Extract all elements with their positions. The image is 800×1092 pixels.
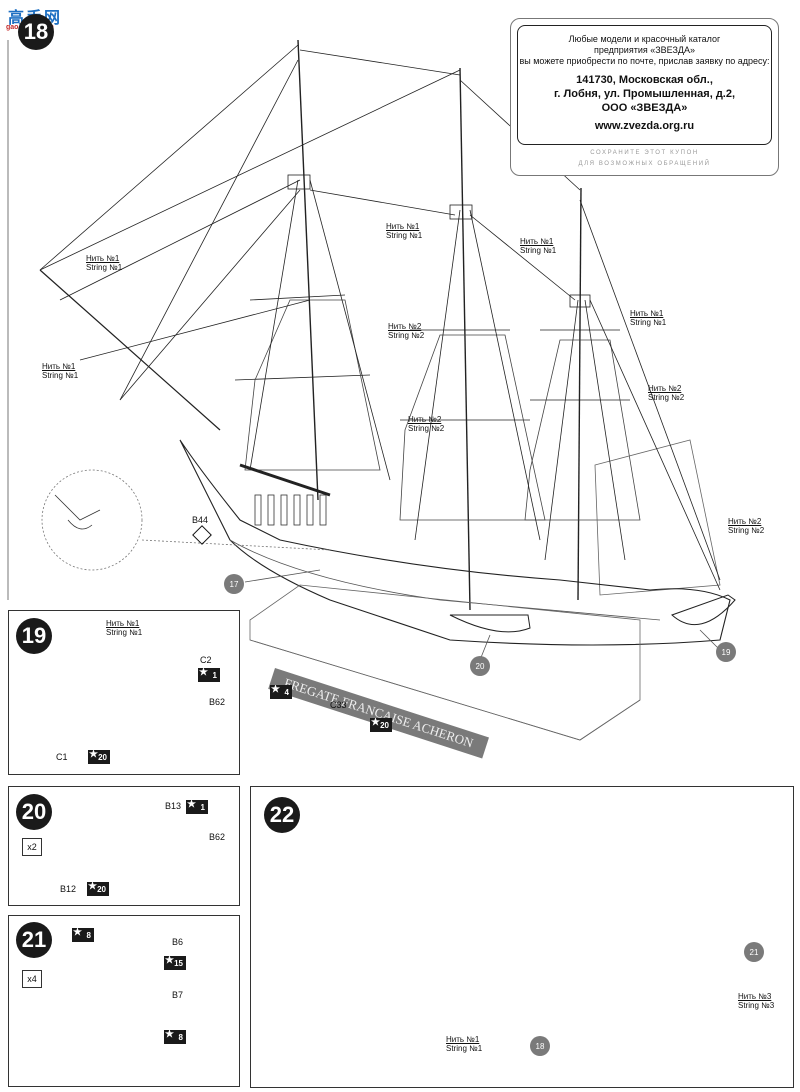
callout-19: 19 (716, 642, 736, 662)
part-b62: B62 (209, 832, 226, 842)
paint-badge-20: 20 (370, 718, 392, 732)
coupon-box: Любые модели и красочный каталог предпри… (517, 25, 772, 145)
step-21-multiplier: x4 (22, 970, 42, 988)
callout-21: 21 (744, 942, 764, 962)
string-en: String №1 (446, 1044, 483, 1053)
string-label-mizzen-mid: Нить №2 String №2 (648, 384, 684, 402)
part-c1: C1 (56, 752, 68, 762)
part-c2: C2 (200, 655, 212, 665)
coupon-website[interactable]: www.zvezda.org.ru (594, 120, 695, 132)
part-c33: C33 (330, 700, 347, 710)
paint-badge-8: 8 (72, 928, 94, 942)
step-22-number: 22 (264, 797, 300, 833)
step-18-number: 18 (18, 14, 54, 50)
step-22-string-1-label: Нить №1 String №1 (446, 1035, 482, 1053)
string-en: String №2 (408, 424, 445, 433)
string-en: String №1 (520, 246, 557, 255)
paint-badge-1: 1 (186, 800, 208, 814)
step-19-number: 19 (16, 618, 52, 654)
string-en: String №1 (106, 628, 143, 637)
part-b12: B12 (60, 884, 77, 894)
string-ru: Нить №3 (738, 992, 772, 1001)
part-b44: B44 (192, 515, 209, 525)
string-label-fore-mid: Нить №2 String №2 (388, 322, 424, 340)
paint-badge-20: 20 (88, 750, 110, 764)
paint-badge-4: 4 (270, 685, 292, 699)
string-label-bow-lower: Нить №1 String №1 (42, 362, 78, 380)
step-22-panel (250, 786, 794, 1088)
string-en: String №2 (728, 526, 765, 535)
string-label-bow-upper: Нить №1 String №1 (86, 254, 122, 272)
coupon-footer-2: ДЛЯ ВОЗМОЖНЫХ ОБРАЩЕНИЙ (578, 161, 711, 167)
string-ru: Нить №1 (630, 309, 664, 318)
paint-badge-15: 15 (164, 956, 186, 970)
step-22-string-3-label: Нить №3 String №3 (738, 992, 774, 1010)
paint-badge-1: 1 (198, 668, 220, 682)
coupon-line-2: предприятия «ЗВЕЗДА» (593, 45, 696, 55)
string-en: String №1 (86, 263, 123, 272)
string-ru: Нить №1 (386, 222, 420, 231)
coupon-footer-1: СОХРАНИТЕ ЭТОТ КУПОН (590, 150, 699, 156)
string-label-main-mid: Нить №2 String №2 (408, 415, 444, 433)
mail-order-coupon: Любые модели и красочный каталог предпри… (510, 18, 779, 176)
string-ru: Нить №1 (42, 362, 76, 371)
step-20-multiplier: x2 (22, 838, 42, 856)
string-label-main-top: Нить №1 String №1 (520, 237, 556, 255)
callout-20: 20 (470, 656, 490, 676)
coupon-address-3: ООО «ЗВЕЗДА» (601, 102, 688, 114)
callout-17: 17 (224, 574, 244, 594)
string-label-fore-top: Нить №1 String №1 (386, 222, 422, 240)
step-21-number: 21 (16, 922, 52, 958)
callout-18: 18 (530, 1036, 550, 1056)
string-en: String №1 (42, 371, 79, 380)
string-ru: Нить №2 (648, 384, 682, 393)
string-ru: Нить №1 (86, 254, 120, 263)
string-label-mizzen-top: Нить №1 String №1 (630, 309, 666, 327)
string-en: String №2 (388, 331, 425, 340)
string-ru: Нить №2 (728, 517, 762, 526)
string-en: String №3 (738, 1001, 775, 1010)
step-19-string-label: Нить №1 String №1 (106, 619, 142, 637)
string-en: String №2 (648, 393, 685, 402)
string-label-stern: Нить №2 String №2 (728, 517, 764, 535)
coupon-line-1: Любые модели и красочный каталог (568, 34, 721, 44)
string-ru: Нить №1 (446, 1035, 480, 1044)
string-en: String №1 (386, 231, 423, 240)
part-b13: B13 (165, 801, 182, 811)
part-b6: B6 (172, 937, 184, 947)
part-b62: B62 (209, 697, 226, 707)
paint-badge-20: 20 (87, 882, 109, 896)
string-ru: Нить №1 (106, 619, 140, 628)
string-ru: Нить №2 (388, 322, 422, 331)
string-en: String №1 (630, 318, 667, 327)
coupon-address-2: г. Лобня, ул. Промышленная, д.2, (553, 88, 736, 100)
string-ru: Нить №1 (520, 237, 554, 246)
step-20-number: 20 (16, 794, 52, 830)
paint-badge-8-lower: 8 (164, 1030, 186, 1044)
coupon-address-1: 141730, Московская обл., (576, 74, 713, 86)
part-b7: B7 (172, 990, 184, 1000)
string-ru: Нить №2 (408, 415, 442, 424)
coupon-line-3: вы можете приобрести по почте, прислав з… (519, 56, 770, 66)
